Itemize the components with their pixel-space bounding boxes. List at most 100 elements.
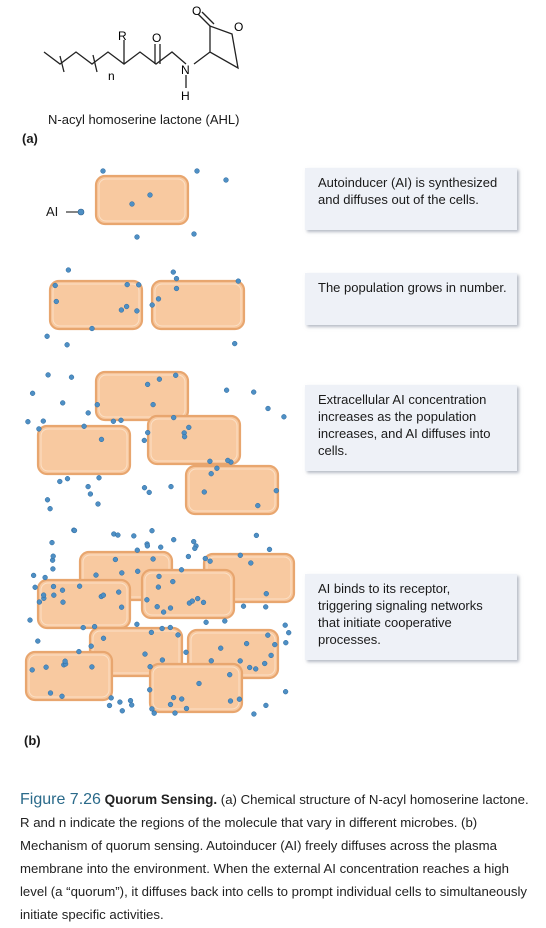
autoinducer-dot [196, 680, 202, 687]
autoinducer-dot [167, 701, 174, 708]
autoinducer-dot [134, 621, 140, 627]
autoinducer-dot [119, 708, 125, 714]
autoinducer-dot [158, 544, 164, 550]
autoinducer-dot [218, 645, 224, 651]
autoinducer-dot [53, 298, 59, 305]
figure-caption: Figure 7.26 Quorum Sensing. (a) Chemical… [20, 788, 536, 926]
autoinducer-dot [142, 651, 148, 657]
autoinducer-dot [134, 547, 140, 553]
autoinducer-dot [191, 538, 197, 545]
autoinducer-dot [265, 405, 271, 412]
autoinducer-dot [171, 537, 177, 543]
ring-oxygen-label: O [234, 20, 243, 34]
autoinducer-dot [91, 623, 98, 630]
autoinducer-dot [281, 414, 287, 420]
autoinducer-dot [167, 605, 174, 611]
bacterial-cell [48, 279, 144, 331]
bacterial-cell [36, 424, 132, 476]
autoinducer-dot [124, 281, 130, 288]
autoinducer-dot [159, 625, 165, 632]
autoinducer-dot [52, 282, 58, 289]
autoinducer-dot [207, 458, 213, 464]
autoinducer-dot [112, 556, 119, 563]
autoinducer-dot [167, 624, 173, 631]
autoinducer-dot [263, 604, 269, 610]
autoinducer-dot [85, 410, 91, 416]
autoinducer-dot [89, 325, 95, 332]
cell-membrane-highlight [98, 374, 186, 418]
autoinducer-dot [29, 390, 36, 396]
cell-membrane-highlight [98, 178, 186, 222]
amide-hydrogen-label: H [181, 89, 190, 103]
autoinducer-dot [273, 488, 279, 494]
step-1-box: Autoinducer (AI) is synthesized and diff… [305, 168, 517, 230]
autoinducer-dot [189, 598, 195, 604]
autoinducer-dot [237, 552, 243, 558]
autoinducer-dot [35, 638, 41, 644]
autoinducer-dot [155, 584, 162, 590]
autoinducer-dot [144, 381, 151, 388]
autoinducer-dot [76, 648, 82, 655]
autoinducer-dot [268, 652, 274, 659]
autoinducer-dot [265, 632, 271, 638]
autoinducer-dot [186, 424, 192, 431]
autoinducer-dot [118, 604, 125, 610]
autoinducer-dot [59, 693, 65, 699]
autoinducer-dot [147, 192, 153, 198]
autoinducer-dot [170, 269, 176, 275]
autoinducer-dot [160, 609, 167, 615]
autoinducer-dot [266, 546, 273, 553]
autoinducer-dot [68, 374, 75, 380]
carbonyl-oxygen-label: O [152, 31, 161, 45]
autoinducer-dot [243, 640, 250, 647]
autoinducer-dot [71, 527, 78, 534]
autoinducer-dot [98, 436, 105, 443]
autoinducer-dot [64, 342, 70, 348]
autoinducer-dot [227, 672, 233, 678]
autoinducer-dot [94, 402, 100, 408]
autoinducer-dot [149, 528, 155, 534]
autoinducer-dot [286, 630, 292, 636]
autoinducer-dot [50, 553, 56, 559]
amide-nitrogen-label: N [181, 63, 190, 77]
autoinducer-dot [183, 705, 190, 712]
autoinducer-dot [240, 603, 247, 609]
autoinducer-layer [25, 168, 292, 717]
autoinducer-dot [235, 278, 241, 284]
autoinducer-dot [25, 419, 31, 425]
autoinducer-dot [50, 583, 57, 590]
cell-membrane-highlight [154, 283, 242, 327]
autoinducer-dot [43, 664, 49, 670]
autoinducer-dot [36, 599, 43, 605]
autoinducer-dot [150, 401, 156, 408]
cell-membrane-highlight [52, 283, 140, 327]
cell-membrane-highlight [150, 418, 238, 462]
autoinducer-dot [27, 617, 33, 623]
autoinducer-dot [49, 539, 55, 546]
r-group-label: R [118, 29, 127, 43]
autoinducer-dot [170, 578, 176, 585]
autoinducer-dot [255, 502, 261, 509]
autoinducer-dot [32, 584, 38, 590]
autoinducer-dot [60, 400, 66, 406]
autoinducer-dot [51, 592, 57, 598]
figure-title: Quorum Sensing. [104, 792, 218, 807]
autoinducer-dot [253, 532, 260, 539]
bacterial-cell [184, 464, 280, 516]
autoinducer-dot [127, 697, 134, 704]
ai-legend-dot [77, 208, 85, 216]
autoinducer-dot [192, 545, 198, 552]
autoinducer-dot [173, 372, 179, 378]
autoinducer-dot [141, 485, 148, 491]
step-3-box: Extracellular AI concentration increases… [305, 385, 517, 471]
autoinducer-dot [207, 558, 213, 564]
autoinducer-dot [136, 282, 142, 288]
autoinducer-dot [89, 664, 95, 670]
autoinducer-dot [45, 372, 51, 378]
autoinducer-dot [147, 664, 153, 670]
autoinducer-dot [87, 491, 94, 497]
autoinducer-dot [181, 434, 188, 440]
autoinducer-dot [156, 376, 163, 382]
autoinducer-dot [225, 457, 231, 464]
autoinducer-dot [115, 532, 121, 538]
